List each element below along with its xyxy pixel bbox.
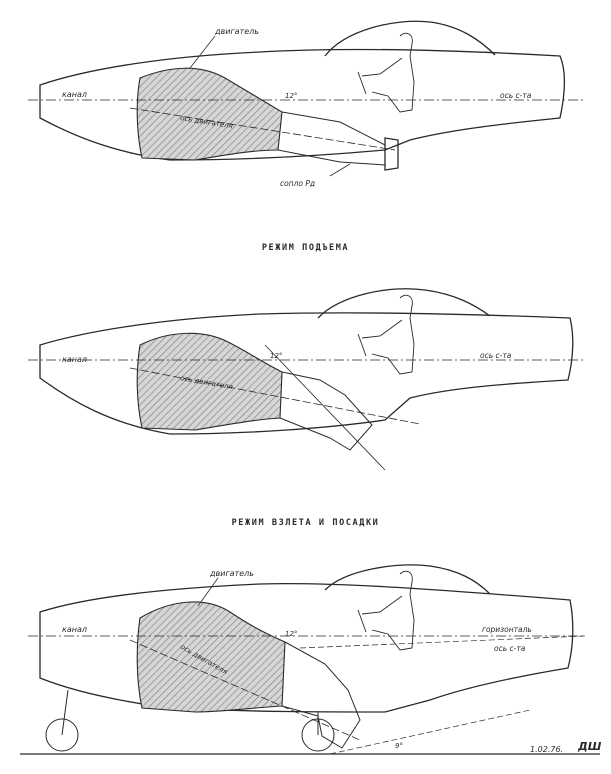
- thrust-line: [264, 344, 386, 471]
- engine-axis-line: [129, 639, 361, 741]
- label-fuselage-axis-2: ось с-та: [480, 351, 512, 360]
- label-intake-2: канал: [62, 355, 87, 364]
- swivel-nozzle: [281, 641, 361, 749]
- swivel-nozzle: [279, 371, 373, 451]
- label-ground-angle-3: 9°: [395, 742, 403, 750]
- pilot-figure: [357, 294, 415, 375]
- leader-nozzle: [329, 163, 351, 177]
- pilot-figure: [357, 32, 415, 113]
- label-intake-1: канал: [62, 90, 87, 99]
- label-fuselage-axis-1: ось с-та: [500, 91, 532, 100]
- heading-takeoff-landing-mode: РЕЖИМ ВЗЛЕТА И ПОСАДКИ: [231, 518, 380, 528]
- canopy: [324, 20, 496, 57]
- heading-lift-mode: РЕЖИМ ПОДЪЕМА: [261, 243, 350, 253]
- engine-block: [136, 332, 283, 431]
- signature-date: 1.02.76.: [530, 745, 563, 754]
- pilot-figure: [357, 570, 415, 651]
- engine-duct: [277, 111, 386, 166]
- nozzle: [384, 137, 399, 171]
- label-engine-3: двигатель: [209, 569, 254, 578]
- engine-block: [136, 67, 283, 161]
- label-angle-2: 12°: [270, 352, 282, 360]
- leader-top: [197, 577, 219, 607]
- label-fuselage-axis-3: ось с-та: [494, 644, 526, 653]
- label-nozzle-1: сопло Рд: [280, 179, 315, 188]
- nose-wheel-strut: [61, 689, 69, 736]
- label-engine-1: двигатель: [214, 27, 259, 36]
- label-intake-3: канал: [62, 625, 87, 634]
- nose-wheel: [45, 718, 79, 752]
- canopy: [324, 564, 491, 595]
- fuselage-outline: [39, 582, 574, 713]
- engine-block: [136, 601, 286, 713]
- label-angle-3: 12°: [285, 630, 297, 638]
- fuselage-outline: [39, 48, 566, 161]
- label-angle-1: 12°: [285, 92, 297, 100]
- fuselage-outline: [39, 312, 574, 435]
- view-takeoff: [20, 564, 600, 755]
- label-horizontal-3: горизонталь: [482, 625, 532, 634]
- engine-axis-line: [129, 367, 421, 425]
- leader-top: [189, 35, 216, 69]
- view-cruise: [28, 20, 585, 177]
- signature-mark: ДШ: [577, 740, 602, 753]
- engine-axis-line: [129, 107, 396, 151]
- horizontal-line: [299, 635, 586, 649]
- canopy: [317, 288, 491, 319]
- ground-angle-line: [329, 709, 531, 755]
- view-lift: [28, 288, 585, 471]
